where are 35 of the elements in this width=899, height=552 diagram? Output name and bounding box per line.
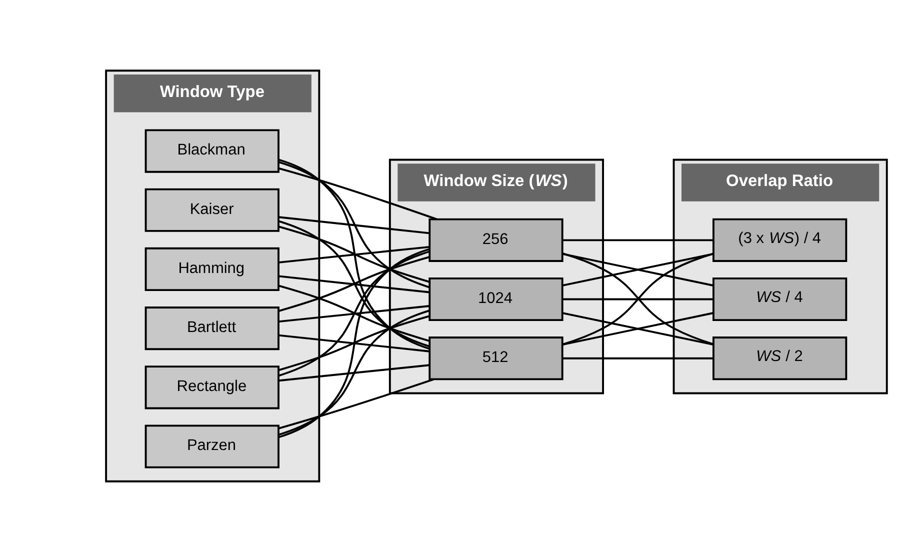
node-box: 256 [428,218,564,262]
connector [278,248,430,438]
connector [562,312,714,346]
connector [278,226,430,283]
connector [278,305,430,322]
node-box: Bartlett [144,306,280,350]
connector [278,378,434,430]
connector [562,252,714,286]
node-box: Blackman [144,129,280,173]
node-box: WS / 4 [712,277,848,322]
connector [278,216,430,234]
connector [278,284,430,342]
connector [278,315,430,372]
node-box: 512 [428,336,564,380]
connector [278,364,430,382]
connector [278,161,430,288]
connector [278,334,430,352]
connector [278,167,438,220]
connector [278,256,430,312]
connector [278,310,430,436]
connector [278,220,430,348]
node-box: WS / 2 [712,336,848,380]
node-box: Parzen [144,424,280,468]
connector [562,298,714,300]
connector [278,158,430,350]
node-box: Rectangle [144,366,280,410]
connector [562,357,714,360]
connector [278,246,430,264]
connector [278,250,430,377]
node-box: (3 x WS) / 4 [712,218,848,262]
node-box: 1024 [428,277,564,322]
connector [562,239,714,242]
node-box: Kaiser [144,188,280,232]
connector [278,275,430,294]
node-box: Hamming [144,247,280,292]
